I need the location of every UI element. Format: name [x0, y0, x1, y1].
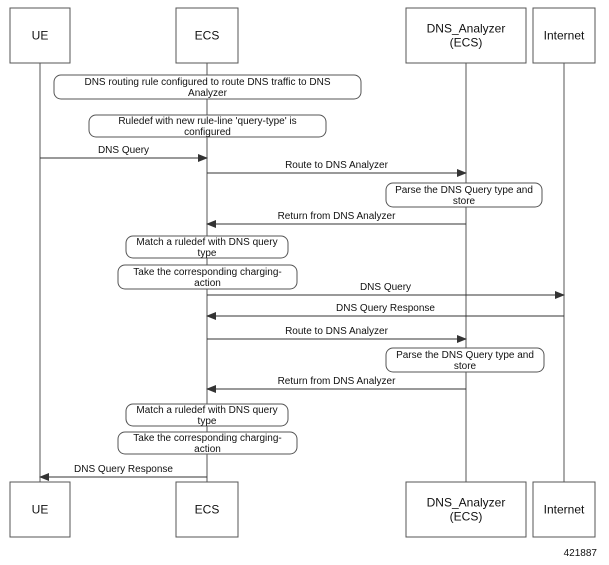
participant-label: ECS	[195, 503, 220, 517]
participant-ue-top: UE	[9, 7, 71, 64]
message-arrow: Return from DNS Analyzer	[206, 376, 466, 393]
note-box: Take the corresponding charging-action	[117, 264, 298, 290]
participant-internet-bottom: Internet	[532, 481, 596, 538]
participant-label: DNS_Analyzer(ECS)	[427, 496, 506, 524]
participant-dns-top: DNS_Analyzer(ECS)	[405, 7, 527, 64]
participant-ecs-bottom: ECS	[175, 481, 239, 538]
message-label: Return from DNS Analyzer	[278, 376, 396, 387]
message-label: DNS Query Response	[336, 303, 435, 314]
participant-ecs-top: ECS	[175, 7, 239, 64]
message-arrow: Route to DNS Analyzer	[207, 326, 467, 343]
message-arrow: Return from DNS Analyzer	[206, 211, 466, 228]
participant-label: Internet	[544, 29, 585, 43]
message-label: Route to DNS Analyzer	[285, 160, 388, 171]
participant-label: UE	[32, 29, 49, 43]
participant-ue-bottom: UE	[9, 481, 71, 538]
figure-id: 421887	[564, 548, 598, 559]
note-text: Ruledef with new rule-line 'query-type' …	[118, 116, 296, 138]
message-label: DNS Query	[98, 145, 149, 156]
participant-label: DNS_Analyzer(ECS)	[427, 22, 506, 50]
note-text: Take the corresponding charging-action	[133, 433, 281, 455]
participant-internet-top: Internet	[532, 7, 596, 64]
participant-label: UE	[32, 503, 49, 517]
note-text: Take the corresponding charging-action	[133, 267, 281, 289]
participant-dns-bottom: DNS_Analyzer(ECS)	[405, 481, 527, 538]
message-label: Return from DNS Analyzer	[278, 211, 396, 222]
note-box: DNS routing rule configured to route DNS…	[53, 74, 362, 100]
message-label: DNS Query	[360, 282, 411, 293]
message-arrow: DNS Query	[207, 282, 565, 299]
message-arrow: Route to DNS Analyzer	[207, 160, 467, 177]
message-label: Route to DNS Analyzer	[285, 326, 388, 337]
participant-label: Internet	[544, 503, 585, 517]
message-arrow: DNS Query Response	[39, 464, 207, 481]
note-box: Ruledef with new rule-line 'query-type' …	[88, 114, 327, 138]
message-arrow: DNS Query Response	[206, 303, 564, 320]
message-arrow: DNS Query	[40, 145, 208, 162]
note-text: DNS routing rule configured to route DNS…	[84, 77, 330, 99]
participant-label: ECS	[195, 29, 220, 43]
note-box: Take the corresponding charging-action	[117, 431, 298, 455]
message-label: DNS Query Response	[74, 464, 173, 475]
